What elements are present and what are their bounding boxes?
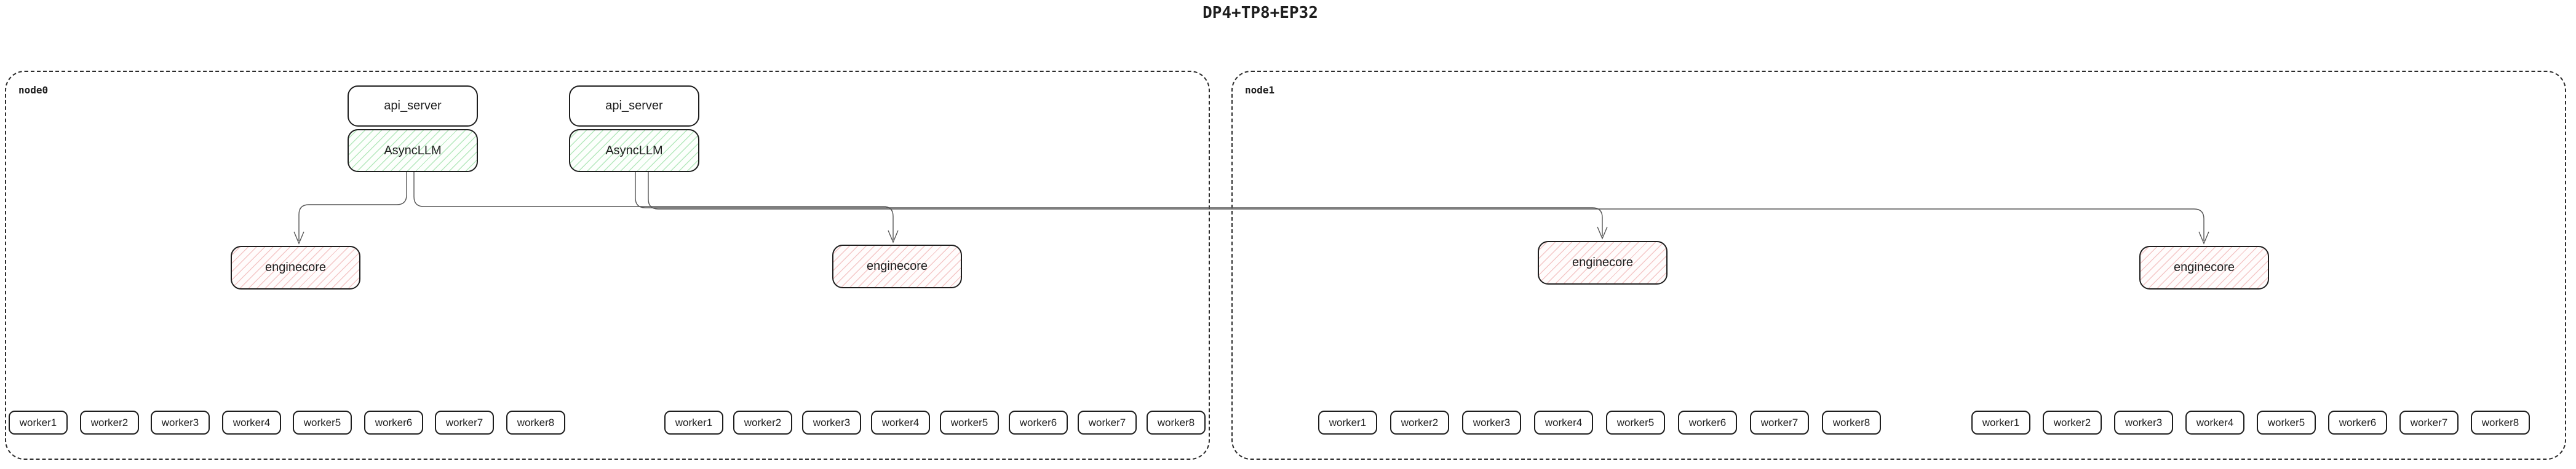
enginecore-box-node1-2: enginecore bbox=[2139, 246, 2269, 290]
worker-box-node0-g1-6: worker6 bbox=[364, 411, 423, 435]
worker-box-node1-g2-1: worker1 bbox=[1971, 411, 2030, 435]
worker-box-node1-g2-7: worker7 bbox=[2399, 411, 2459, 435]
worker-box-node0-g1-5: worker5 bbox=[293, 411, 352, 435]
worker-box-node0-g2-6: worker6 bbox=[1009, 411, 1068, 435]
worker-box-node0-g1-3: worker3 bbox=[151, 411, 210, 435]
worker-box-node0-g1-4: worker4 bbox=[222, 411, 281, 435]
api-server-box-2: api_server bbox=[569, 85, 699, 127]
worker-box-node1-g1-5: worker5 bbox=[1606, 411, 1665, 435]
node0-label: node0 bbox=[18, 84, 49, 96]
worker-box-node0-g2-2: worker2 bbox=[733, 411, 792, 435]
worker-box-node1-g1-3: worker3 bbox=[1462, 411, 1521, 435]
diagram-title: DP4+TP8+EP32 bbox=[1203, 4, 1318, 22]
worker-box-node1-g1-4: worker4 bbox=[1534, 411, 1593, 435]
worker-box-node0-g2-1: worker1 bbox=[664, 411, 723, 435]
worker-box-node0-g2-5: worker5 bbox=[940, 411, 999, 435]
enginecore-box-node0-2: enginecore bbox=[832, 245, 962, 288]
enginecore-box-node0-1: enginecore bbox=[231, 246, 360, 290]
worker-box-node0-g1-7: worker7 bbox=[435, 411, 494, 435]
worker-box-node1-g2-8: worker8 bbox=[2471, 411, 2530, 435]
worker-box-node1-g1-1: worker1 bbox=[1318, 411, 1377, 435]
worker-box-node1-g1-6: worker6 bbox=[1678, 411, 1737, 435]
worker-box-node0-g2-4: worker4 bbox=[871, 411, 930, 435]
worker-box-node1-g1-8: worker8 bbox=[1822, 411, 1881, 435]
enginecore-box-node1-1: enginecore bbox=[1538, 241, 1668, 285]
asyncllm-box-1: AsyncLLM bbox=[348, 129, 478, 172]
worker-box-node0-g2-8: worker8 bbox=[1147, 411, 1206, 435]
asyncllm-box-2: AsyncLLM bbox=[569, 129, 699, 172]
worker-box-node0-g1-1: worker1 bbox=[9, 411, 68, 435]
worker-box-node1-g1-2: worker2 bbox=[1390, 411, 1449, 435]
worker-box-node1-g2-3: worker3 bbox=[2114, 411, 2173, 435]
worker-box-node0-g2-3: worker3 bbox=[802, 411, 861, 435]
worker-box-node1-g2-4: worker4 bbox=[2185, 411, 2244, 435]
worker-box-node1-g2-2: worker2 bbox=[2043, 411, 2102, 435]
worker-box-node0-g1-2: worker2 bbox=[80, 411, 139, 435]
worker-box-node1-g1-7: worker7 bbox=[1750, 411, 1809, 435]
node0-container: node0 bbox=[5, 71, 1210, 460]
node1-label: node1 bbox=[1245, 84, 1275, 96]
worker-box-node0-g2-7: worker7 bbox=[1078, 411, 1137, 435]
worker-box-node1-g2-6: worker6 bbox=[2328, 411, 2387, 435]
node1-container: node1 bbox=[1231, 71, 2566, 460]
api-server-box-1: api_server bbox=[348, 85, 478, 127]
worker-box-node0-g1-8: worker8 bbox=[506, 411, 565, 435]
worker-box-node1-g2-5: worker5 bbox=[2257, 411, 2316, 435]
